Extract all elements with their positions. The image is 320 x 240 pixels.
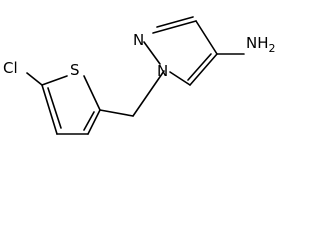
bond-n2-c3	[152, 20, 197, 34]
bond-c4-c5-double	[187, 53, 212, 81]
atom-label-sulfur: S	[70, 61, 80, 79]
bond-c2-ch2	[99, 109, 134, 117]
bond-s-c2	[83, 75, 101, 111]
atom-label-amine-subscript: 2	[269, 42, 276, 55]
atom-label-amine: NH2	[246, 34, 276, 55]
atom-label-chlorine: Cl	[3, 59, 18, 77]
bond-ch2-n1	[132, 70, 165, 117]
atom-label-pyrazole-n2: N	[133, 31, 144, 49]
bond-c5-s	[41, 75, 68, 86]
bond-n2-c3-double	[156, 16, 194, 28]
atom-label-amine-nh: NH	[246, 34, 269, 52]
bond-c4-c5	[41, 84, 58, 135]
bond-cl-c5	[26, 72, 43, 86]
bond-c4-c5-double	[47, 87, 62, 129]
bond-c2-c3	[87, 109, 101, 135]
bond-c3-c4	[195, 20, 218, 55]
bond-c5-n1	[169, 71, 191, 86]
molecule-structure-diagram: Cl S N N NH2	[3, 16, 276, 135]
atom-label-pyrazole-n1: N	[157, 62, 168, 80]
bond-c4-c5	[189, 53, 218, 86]
bond-n1-n2	[143, 41, 161, 65]
bond-c2-c3-double	[83, 111, 95, 131]
